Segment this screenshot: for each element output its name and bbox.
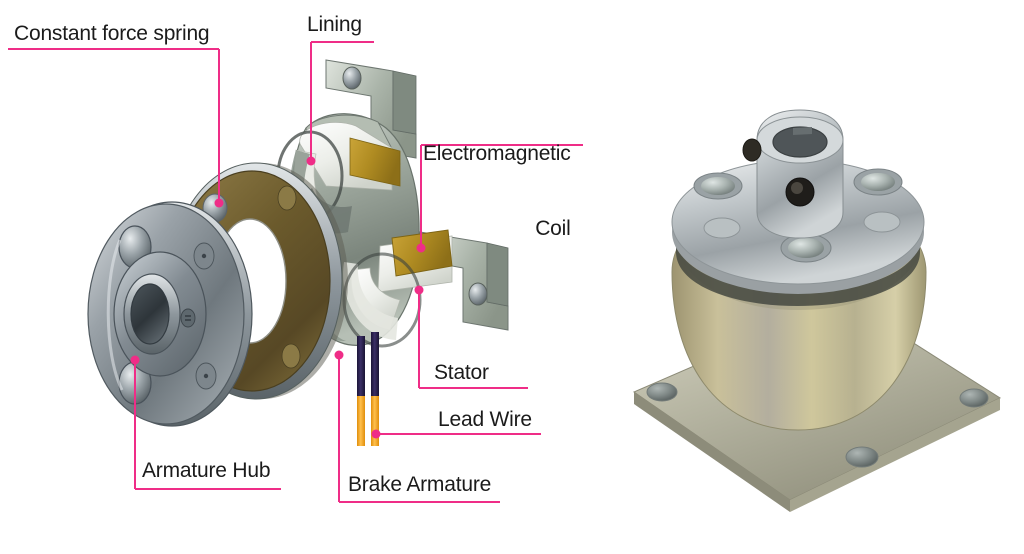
callout-label-lead-wire: Lead Wire: [438, 408, 532, 431]
photo-hub-recess: [703, 217, 741, 239]
stator-upper-cutaway: [276, 121, 401, 234]
photo-set-screw: [785, 177, 815, 207]
photo-hub-bore: [772, 126, 828, 158]
photo-flange-hole: [836, 308, 868, 328]
hub-flange: [87, 203, 245, 425]
callout-leader-constant-force-spring: [8, 48, 224, 208]
assembled-unit-photo: [632, 109, 1002, 512]
callout-anchor-dot: [214, 198, 224, 208]
photo-brake-body: [671, 195, 927, 431]
callout-leader-lining: [306, 41, 374, 166]
callout-anchor-dot: [306, 156, 316, 166]
coil-upper: [349, 137, 401, 187]
photo-hub-recess: [863, 211, 901, 233]
hub-boss: [113, 251, 207, 377]
photo-flange-hole: [959, 388, 989, 408]
brake-armature-face: [173, 170, 331, 392]
photo-body-band: [676, 238, 920, 306]
photo-hub-bolt: [861, 173, 895, 191]
callout-label-armature-hub: Armature Hub: [142, 459, 271, 482]
callout-anchor-dot: [130, 355, 140, 365]
part-constant-force-spring: [211, 248, 227, 268]
callout-label-constant-force-spring: Constant force spring: [14, 22, 210, 45]
callout-label-brake-armature: Brake Armature: [348, 473, 492, 496]
stator-bracket-upper: [325, 59, 417, 159]
hub-bore: [130, 283, 170, 345]
photo-flange-hole: [646, 382, 678, 402]
photo-hub-bolt: [788, 238, 824, 258]
part-lead-wire: [357, 332, 379, 446]
photo-hub-boss: [756, 109, 844, 239]
callout-anchor-dot: [371, 429, 381, 439]
hub-bolt-hole: [118, 361, 152, 405]
photo-hub-disc: [671, 159, 925, 285]
lining-upper: [299, 121, 393, 191]
brake-armature-bore: [213, 218, 287, 344]
photo-set-screw: [742, 138, 762, 162]
part-armature-hub: [87, 201, 253, 427]
photo-flange-hole: [845, 446, 879, 468]
photo-hub-bolt: [701, 177, 735, 195]
photo-mounting-flange: [632, 299, 1002, 501]
photo-keyway: [793, 127, 812, 135]
callout-label-lining: Lining: [307, 13, 362, 36]
callout-label-electromagnetic-coil: Electromagnetic Coil: [423, 91, 571, 291]
stator-housing: [289, 113, 420, 346]
callout-anchor-dot: [334, 350, 344, 360]
callout-label-coil-line1: Electromagnetic: [423, 142, 571, 165]
part-brake-armature: [169, 162, 348, 400]
hub-bolt-hole: [118, 225, 152, 269]
callout-label-stator: Stator: [434, 361, 489, 384]
callout-label-coil-line2: Coil: [535, 217, 571, 240]
